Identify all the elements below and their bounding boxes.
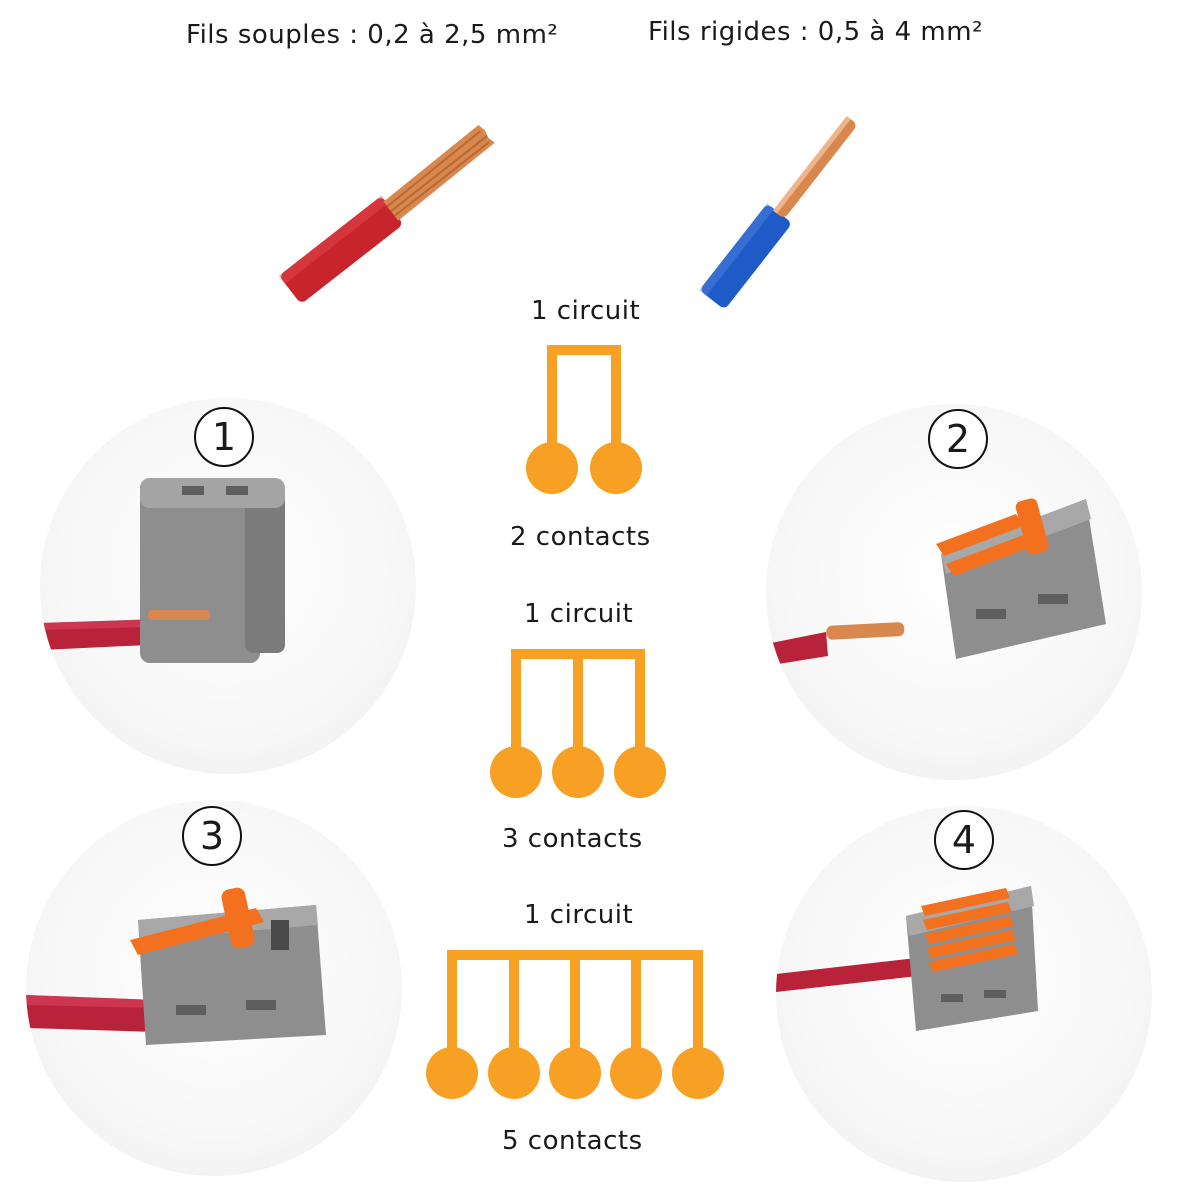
diagram-2-contacts-label: 3 contacts — [502, 824, 643, 854]
diagram-1-circuit-label: 1 circuit — [531, 296, 641, 326]
diagram-3-contacts — [490, 649, 666, 798]
photo-4-number-badge: 4 — [934, 810, 994, 870]
photo-3-number-badge: 3 — [182, 806, 242, 866]
diagram-3-contacts-label: 5 contacts — [502, 1126, 643, 1156]
photo-2-number-badge: 2 — [928, 409, 988, 469]
diagram-1-contacts-label: 2 contacts — [510, 522, 651, 552]
flexible-wire-label: Fils souples : 0,2 à 2,5 mm² — [186, 20, 559, 50]
diagram-2-contacts — [526, 345, 642, 494]
diagram-2-circuit-label: 1 circuit — [524, 599, 634, 629]
rigid-wire-label: Fils rigides : 0,5 à 4 mm² — [648, 17, 983, 47]
photo-1-number-badge: 1 — [194, 407, 254, 467]
diagram-5-contacts — [426, 950, 724, 1099]
diagram-3-circuit-label: 1 circuit — [524, 900, 634, 930]
photo-1-connector-side — [40, 398, 416, 774]
